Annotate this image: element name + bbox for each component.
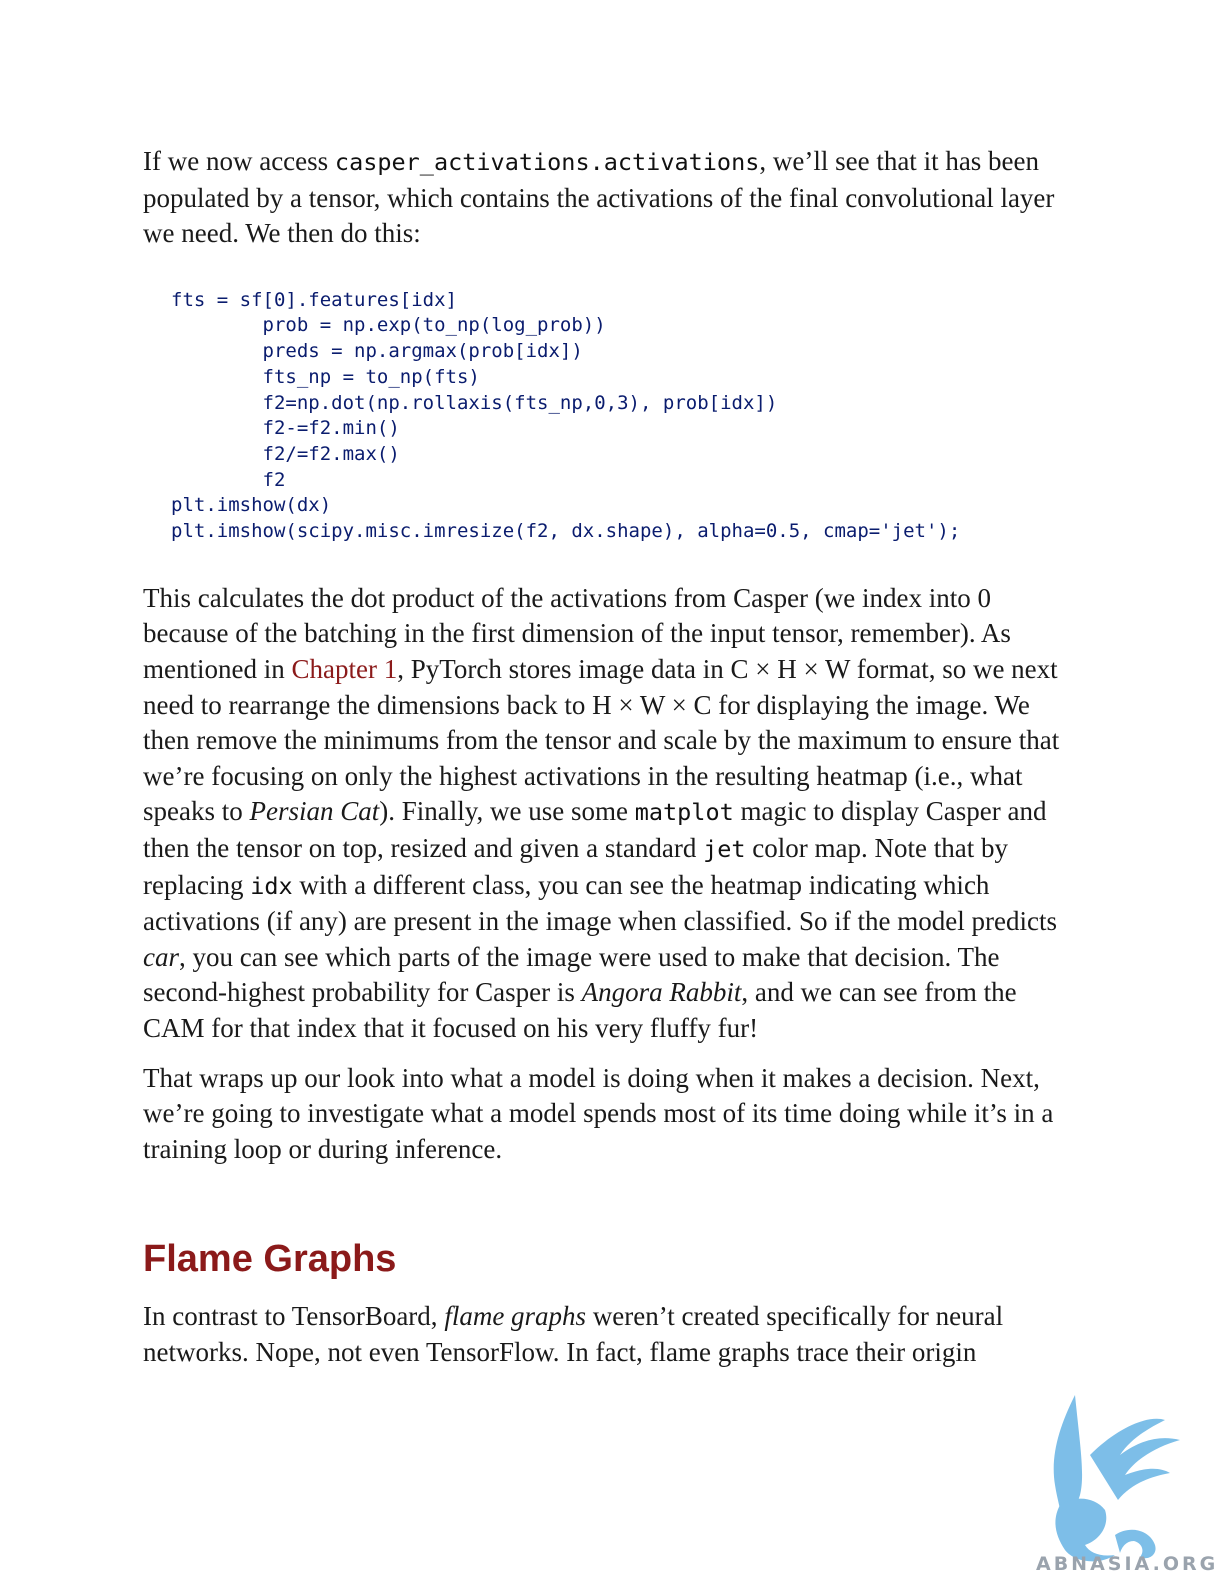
code-line-7: f2/=f2.max() — [171, 443, 400, 465]
code-line-1: fts = sf[0].features[idx] — [171, 289, 457, 311]
emphasis: car — [143, 941, 179, 972]
code-line-4: fts_np = to_np(fts) — [171, 366, 480, 388]
code-line-text: f2 — [171, 468, 286, 491]
griffin-logo-icon — [1053, 1395, 1180, 1562]
paragraph-transition: That wraps up our look into what a model… — [143, 1061, 1078, 1168]
code-line-text: plt.imshow(scipy.misc.imresize(f2, dx.sh… — [171, 520, 961, 543]
paragraph-text: , you can see which parts of the image w… — [143, 941, 1000, 1008]
paragraph-flame-graphs: In contrast to TensorBoard, flame graphs… — [143, 1299, 1078, 1370]
code-line-text: fts = sf[0].features[idx] — [171, 288, 457, 311]
code-line-text: plt.imshow(dx) — [171, 494, 332, 517]
paragraph-text: ). Finally, we use some — [379, 796, 635, 827]
paragraph-text: , PyTorch stores image data in C × H × W… — [143, 654, 1060, 827]
paragraph-text: color map. Note that by replacing — [143, 832, 1008, 900]
code-line-text: f2/=f2.max() — [171, 443, 400, 465]
code-line-5: f2=np.dot(np.rollaxis(fts_np,0,3), prob[… — [171, 391, 778, 414]
code-line-2: prob = np.exp(to_np(log_prob)) — [171, 314, 606, 336]
code-line-text: fts_np = to_np(fts) — [171, 365, 480, 388]
page-content: If we now access casper_activations.acti… — [143, 144, 1078, 1371]
paragraph-intro: If we now access casper_activations.acti… — [143, 144, 1078, 252]
watermark-text: ABNASIA.ORG — [1036, 1553, 1219, 1575]
paragraph-text: This calculates the dot product of the a… — [143, 582, 1011, 684]
paragraph-text: magic to display Casper and then the ten… — [143, 796, 1047, 863]
inline-code: idx — [250, 871, 293, 900]
paragraph-text: , we’ll see that it has been populated b… — [143, 146, 1055, 249]
code-line-3: preds = np.argmax(prob[idx]) — [171, 340, 583, 362]
code-line-text: prob = np.exp(to_np(log_prob)) — [171, 314, 606, 337]
chapter-1-link[interactable]: Chapter 1 — [291, 654, 398, 684]
paragraph-text: , and we can see from the CAM for that i… — [143, 977, 1017, 1043]
code-line-6: f2-=f2.min() — [171, 417, 400, 439]
inline-code: casper_activations.activations — [334, 148, 760, 176]
emphasis: flame graphs — [444, 1301, 587, 1332]
inline-code: jet — [703, 834, 746, 863]
code-line-10: plt.imshow(scipy.misc.imresize(f2, dx.sh… — [171, 520, 960, 542]
emphasis: Persian Cat — [249, 796, 380, 827]
code-line-text: f2=np.dot(np.rollaxis(fts_np,0,3), prob[… — [171, 391, 778, 414]
code-line-9: plt.imshow(dx) — [171, 494, 331, 516]
code-line-text: preds = np.argmax(prob[idx]) — [171, 340, 583, 363]
code-line-text: f2-=f2.min() — [171, 417, 400, 440]
paragraph-text: If we now access — [143, 146, 335, 176]
paragraph-text: In contrast to TensorBoard, — [143, 1301, 445, 1332]
section-heading: Flame Graphs — [143, 1238, 397, 1281]
code-line-8: f2 — [171, 468, 286, 491]
paragraph-text: weren’t created specifically for neural … — [143, 1301, 1004, 1367]
code-block: fts = sf[0].features[idx] prob = np.exp(… — [171, 288, 1078, 545]
paragraph-explanation: This calculates the dot product of the a… — [143, 581, 1078, 1047]
inline-code: matplot — [634, 798, 734, 827]
paragraph-text: That wraps up our look into what a model… — [143, 1062, 1054, 1164]
paragraph-text: with a different class, you can see the … — [143, 869, 1057, 937]
emphasis: Angora Rabbit — [581, 977, 742, 1008]
